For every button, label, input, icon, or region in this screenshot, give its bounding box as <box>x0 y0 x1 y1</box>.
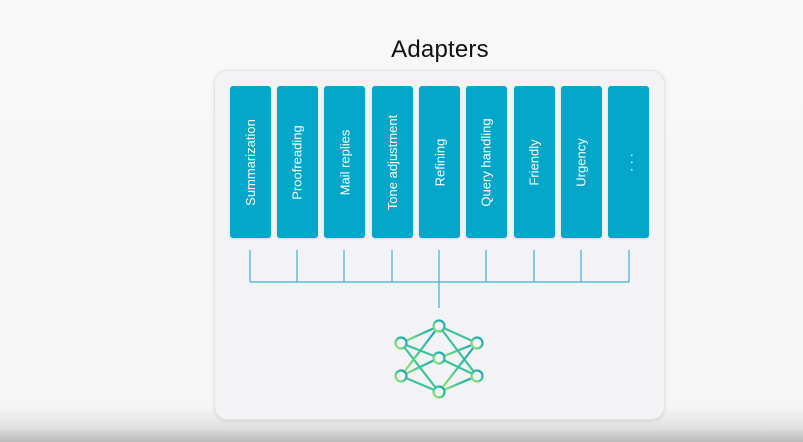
adapter-urgency: Urgency <box>561 86 602 238</box>
adapter-query-handling: Query handling <box>466 86 507 238</box>
adapter-proofreading: Proofreading <box>277 86 318 238</box>
neural-network-icon <box>394 319 484 399</box>
adapter-more: . . . <box>608 86 649 238</box>
adapter-tone-adjustment: Tone adjustment <box>372 86 413 238</box>
adapter-refining: Refining <box>419 86 460 238</box>
adapter-friendly: Friendly <box>514 86 555 238</box>
bottom-bar <box>0 430 803 442</box>
adapter-summarization: Summarization <box>230 86 271 238</box>
diagram-title: Adapters <box>391 36 489 63</box>
connector-lines <box>249 250 630 308</box>
adapter-mail-replies: Mail replies <box>324 86 365 238</box>
